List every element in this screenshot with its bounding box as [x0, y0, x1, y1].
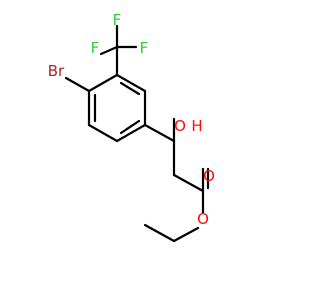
bond-cf-2 — [99, 45, 119, 56]
atom-label-bromine: Br — [48, 62, 65, 80]
atom-label-ester-o: O — [197, 210, 209, 228]
atom-label-hydroxyl-o: O — [174, 117, 186, 135]
bond-lines — [64, 24, 210, 243]
atom-label-carbonyl-o: O — [203, 167, 215, 185]
bond-ch2-carbonyl — [172, 173, 205, 193]
bond-o-ethyl — [172, 226, 200, 243]
ring-bond-1 — [115, 73, 147, 93]
ring-bond-3 — [115, 123, 147, 143]
atom-label-hydroxyl-h: H — [191, 117, 202, 135]
atom-label-f-right: F — [140, 39, 149, 57]
ring-bond-4 — [87, 123, 119, 143]
ring-double-2 — [119, 119, 141, 135]
ring-double-1 — [119, 81, 141, 96]
ring-bond-6 — [87, 73, 119, 93]
chemical-structure-diagram: F F F Br O H O O — [48, 11, 215, 243]
atom-labels: F F F Br O H O O — [48, 11, 215, 228]
bond-ethyl — [143, 223, 176, 243]
bond-c-br — [64, 76, 91, 93]
atom-label-f-top: F — [113, 11, 122, 29]
bond-ring-choh — [143, 123, 176, 143]
atom-label-f-left: F — [91, 39, 100, 57]
